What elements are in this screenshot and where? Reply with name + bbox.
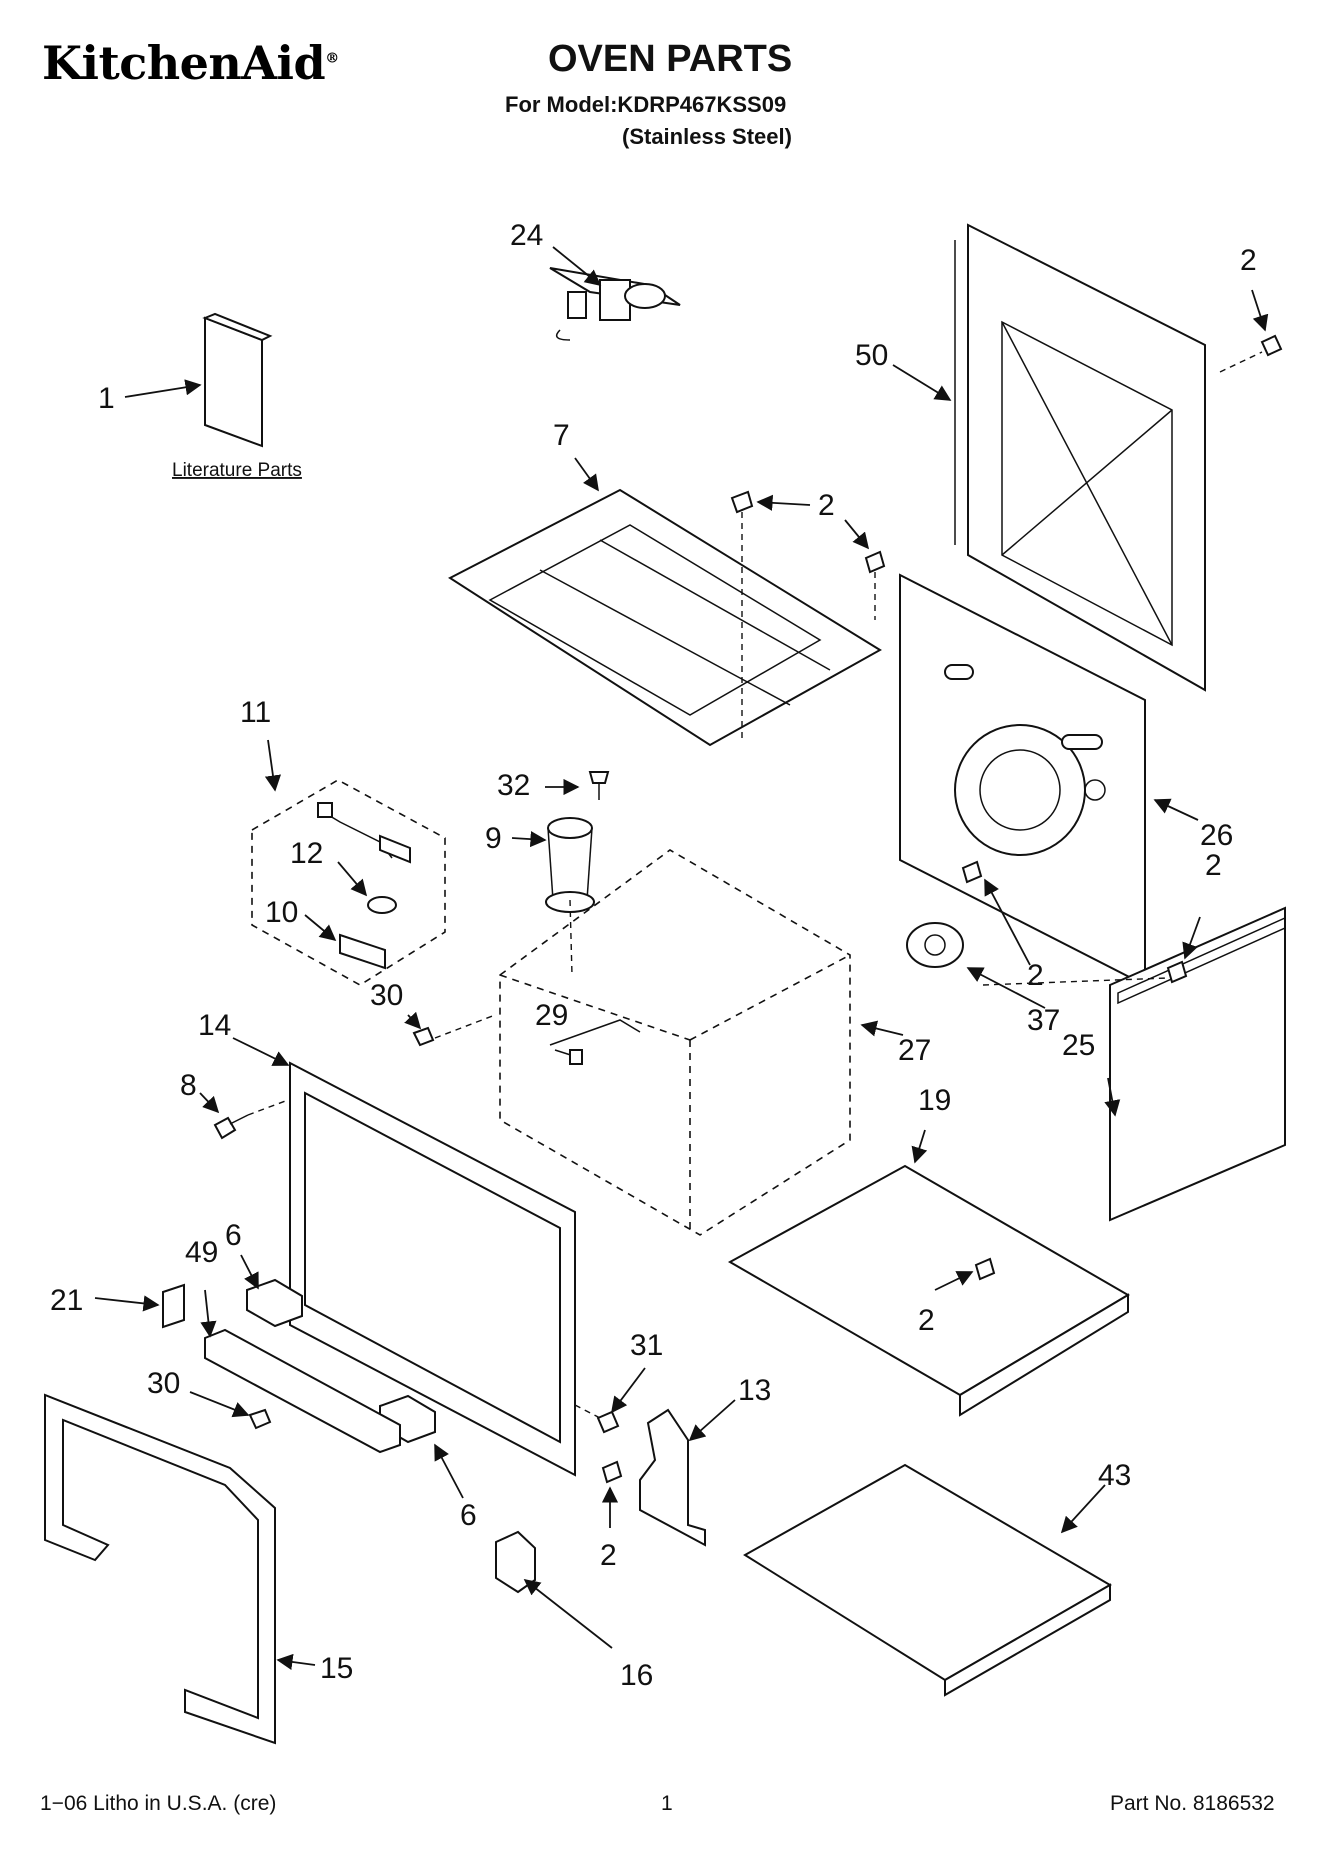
part-49-rail[interactable] (204, 1328, 401, 1454)
callout-37: 37 (1027, 1004, 1060, 1037)
part-9-vent-tube[interactable] (545, 817, 595, 913)
leader-arrows (94, 246, 1269, 1670)
literature-parts-label[interactable]: Literature Parts (172, 460, 302, 481)
callout-50: 50 (855, 339, 888, 372)
part-29-sensor[interactable] (554, 1049, 583, 1065)
model-variant: (Stainless Steel) (622, 124, 792, 149)
page-number: 1 (661, 1792, 673, 1815)
callout-labels: 1 24 2 50 7 2 11 32 9 12 10 26 2 2 37 30… (50, 219, 1257, 1692)
callout-7: 7 (553, 419, 570, 452)
callout-27: 27 (898, 1034, 931, 1067)
part-30-screw-a[interactable] (412, 1026, 435, 1047)
part-8-screw[interactable] (213, 1114, 249, 1140)
callout-6: 6 (225, 1219, 242, 1252)
part-43-bottom-panel[interactable] (743, 1463, 1112, 1697)
callout-2: 2 (918, 1304, 935, 1337)
callout-2: 2 (1027, 959, 1044, 992)
part-6-block-upper[interactable] (246, 1278, 303, 1328)
part-7-frame[interactable] (448, 488, 882, 747)
part-30-screw-b[interactable] (248, 1408, 272, 1430)
callout-32: 32 (497, 769, 530, 802)
part-31-screw[interactable] (596, 1410, 620, 1434)
callout-43: 43 (1098, 1459, 1131, 1492)
callout-2: 2 (1205, 849, 1222, 882)
part-1-literature[interactable] (202, 312, 273, 448)
part-14-front-frame[interactable] (289, 1061, 576, 1477)
callout-21: 21 (50, 1284, 83, 1317)
callout-31: 31 (630, 1329, 663, 1362)
callout-30: 30 (147, 1367, 180, 1400)
print-info: 1−06 Litho in U.S.A. (cre) (40, 1792, 277, 1815)
callout-12: 12 (290, 837, 323, 870)
part-13-bracket[interactable] (639, 1408, 706, 1547)
callout-26: 26 (1200, 819, 1233, 852)
callout-2: 2 (600, 1539, 617, 1572)
callout-2: 2 (1240, 244, 1257, 277)
screw-icon (601, 334, 1283, 1484)
part-10-glass[interactable] (339, 933, 386, 970)
guide-lines (247, 351, 1263, 1419)
part-12-bulb[interactable] (367, 896, 397, 914)
callout-15: 15 (320, 1652, 353, 1685)
callout-16: 16 (620, 1659, 653, 1692)
brand-logo: KitchenAid® (42, 36, 339, 90)
callout-49: 49 (185, 1236, 218, 1269)
part-26-panel[interactable] (899, 573, 1146, 987)
callout-25: 25 (1062, 1029, 1095, 1062)
callout-10: 10 (265, 896, 298, 929)
callout-19: 19 (918, 1084, 951, 1117)
part-19-shield[interactable] (727, 1164, 1130, 1417)
callout-30: 30 (370, 979, 403, 1012)
callout-1: 1 (98, 382, 115, 415)
callout-14: 14 (198, 1009, 231, 1042)
callout-9: 9 (485, 822, 502, 855)
callout-24: 24 (510, 219, 543, 252)
part-50-panel[interactable] (954, 223, 1206, 692)
callout-11: 11 (240, 696, 271, 729)
part-24-assembly[interactable] (549, 267, 681, 341)
callout-29: 29 (535, 999, 568, 1032)
part-32-screw[interactable] (588, 771, 610, 800)
callout-8: 8 (180, 1069, 197, 1102)
callout-13: 13 (738, 1374, 771, 1407)
part-21-bracket[interactable] (162, 1283, 185, 1329)
part-27-oven-cavity[interactable] (499, 849, 851, 1236)
page-title: OVEN PARTS (548, 38, 793, 80)
part-number: Part No. 8186532 (1110, 1792, 1275, 1815)
part-25-side-panel[interactable] (1109, 906, 1286, 1222)
callout-2: 2 (818, 489, 835, 522)
model-number: For Model:KDRP467KSS09 (505, 92, 787, 117)
part-37-thermostat[interactable] (906, 922, 964, 968)
part-15-gasket[interactable] (44, 1393, 276, 1745)
callout-6: 6 (460, 1499, 477, 1532)
part-11-lamp-kit[interactable] (251, 779, 446, 986)
